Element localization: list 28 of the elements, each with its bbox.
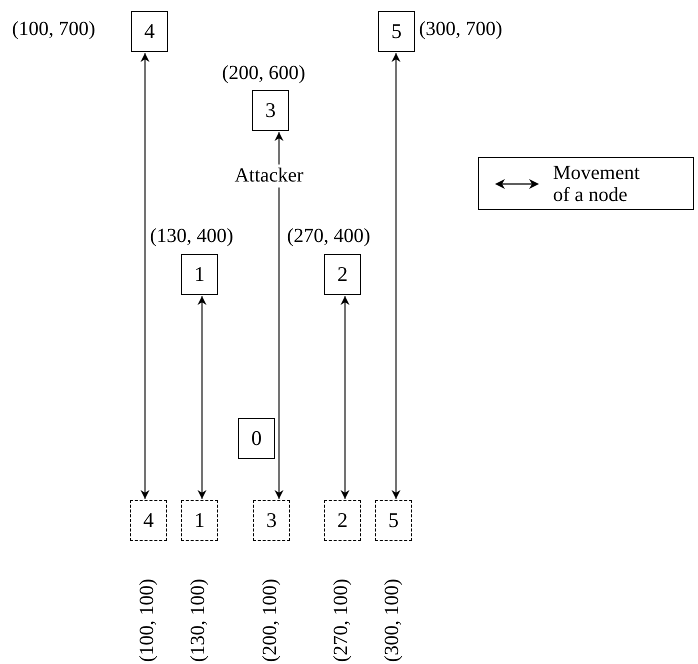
double-arrow [140,53,150,499]
double-arrow [392,53,400,499]
double-arrow [340,296,350,499]
dashed-node-box: 1 [181,500,218,541]
coordinate-label: (300, 700) [419,18,502,41]
edge-label: Attacker [234,164,304,188]
coordinate-label: (300, 100) [381,578,404,662]
dashed-node-box: 5 [375,500,412,541]
dashed-node-box: 3 [253,500,290,541]
node-box: 5 [378,11,415,52]
node-box: 1 [181,254,218,295]
coordinate-label: (270, 100) [330,578,353,662]
node-box: 0 [238,418,275,459]
coordinate-label: (130, 400) [150,225,234,248]
legend-text: Movement of a node [553,162,641,206]
double-arrow [198,296,206,499]
node-box: 4 [131,11,168,52]
node-box: 3 [252,90,289,131]
dashed-node-box: 4 [130,500,167,541]
coordinate-label: (200, 100) [259,578,282,662]
node-box: 2 [324,254,361,295]
coordinate-label: (130, 100) [187,578,210,662]
coordinate-label: (270, 400) [287,225,370,248]
dashed-node-box: 2 [324,500,361,541]
double-arrow [274,132,284,499]
coordinate-label: (100, 700) [12,18,96,41]
coordinate-label: (100, 100) [136,578,159,662]
coordinate-label: (200, 600) [222,62,306,85]
